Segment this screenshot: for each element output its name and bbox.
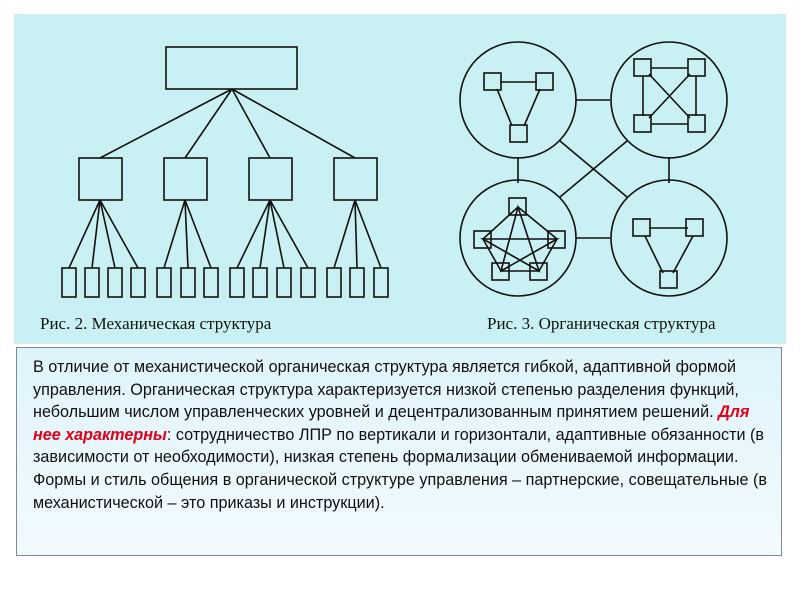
- leaf-box: [349, 267, 365, 298]
- middle-box: [333, 157, 378, 201]
- leaf-box: [300, 267, 316, 298]
- leaf-box: [252, 267, 268, 298]
- leaf-box: [373, 267, 389, 298]
- middle-box: [78, 157, 123, 201]
- leaf-box: [61, 267, 77, 298]
- mechanical-structure: [61, 46, 389, 298]
- leaf-box: [276, 267, 292, 298]
- description-text: В отличие от механистической органическа…: [33, 358, 739, 422]
- leaf-box: [229, 267, 245, 298]
- bottom-boxes: [61, 267, 389, 298]
- unit-circle: [459, 179, 577, 297]
- middle-boxes: [78, 157, 378, 201]
- triangle-group: [483, 72, 554, 143]
- leaf-box: [107, 267, 123, 298]
- unit-circle: [610, 179, 728, 297]
- description-text-continued: : сотрудничество ЛПР по вертикали и гори…: [33, 425, 767, 512]
- top-links: [99, 88, 356, 159]
- bottom-links: [68, 199, 382, 269]
- mechanical-caption: Рис. 2. Механическая структура: [40, 314, 272, 333]
- leaf-box: [156, 267, 172, 298]
- organic-structure: [459, 41, 728, 297]
- unit-circle: [459, 41, 577, 159]
- middle-box: [248, 157, 293, 201]
- square-group: [633, 58, 706, 133]
- circles: [459, 41, 728, 297]
- description-text-box: В отличие от механистической органическа…: [16, 347, 782, 556]
- middle-box: [163, 157, 208, 201]
- pentagon-group: [473, 197, 566, 281]
- organic-caption: Рис. 3. Органическая структура: [487, 314, 716, 333]
- highlight-text: Для нее характерны: [33, 403, 750, 444]
- leaf-box: [326, 267, 342, 298]
- circle-links: [517, 99, 670, 239]
- leaf-box: [180, 267, 196, 298]
- structures-diagram: [61, 41, 728, 298]
- leaf-box: [130, 267, 146, 298]
- unit-circle: [610, 41, 728, 159]
- leaf-box: [84, 267, 100, 298]
- figure-panel: [14, 14, 786, 344]
- leaf-box: [203, 267, 219, 298]
- triangle-group-2: [632, 218, 704, 289]
- top-box: [165, 46, 298, 90]
